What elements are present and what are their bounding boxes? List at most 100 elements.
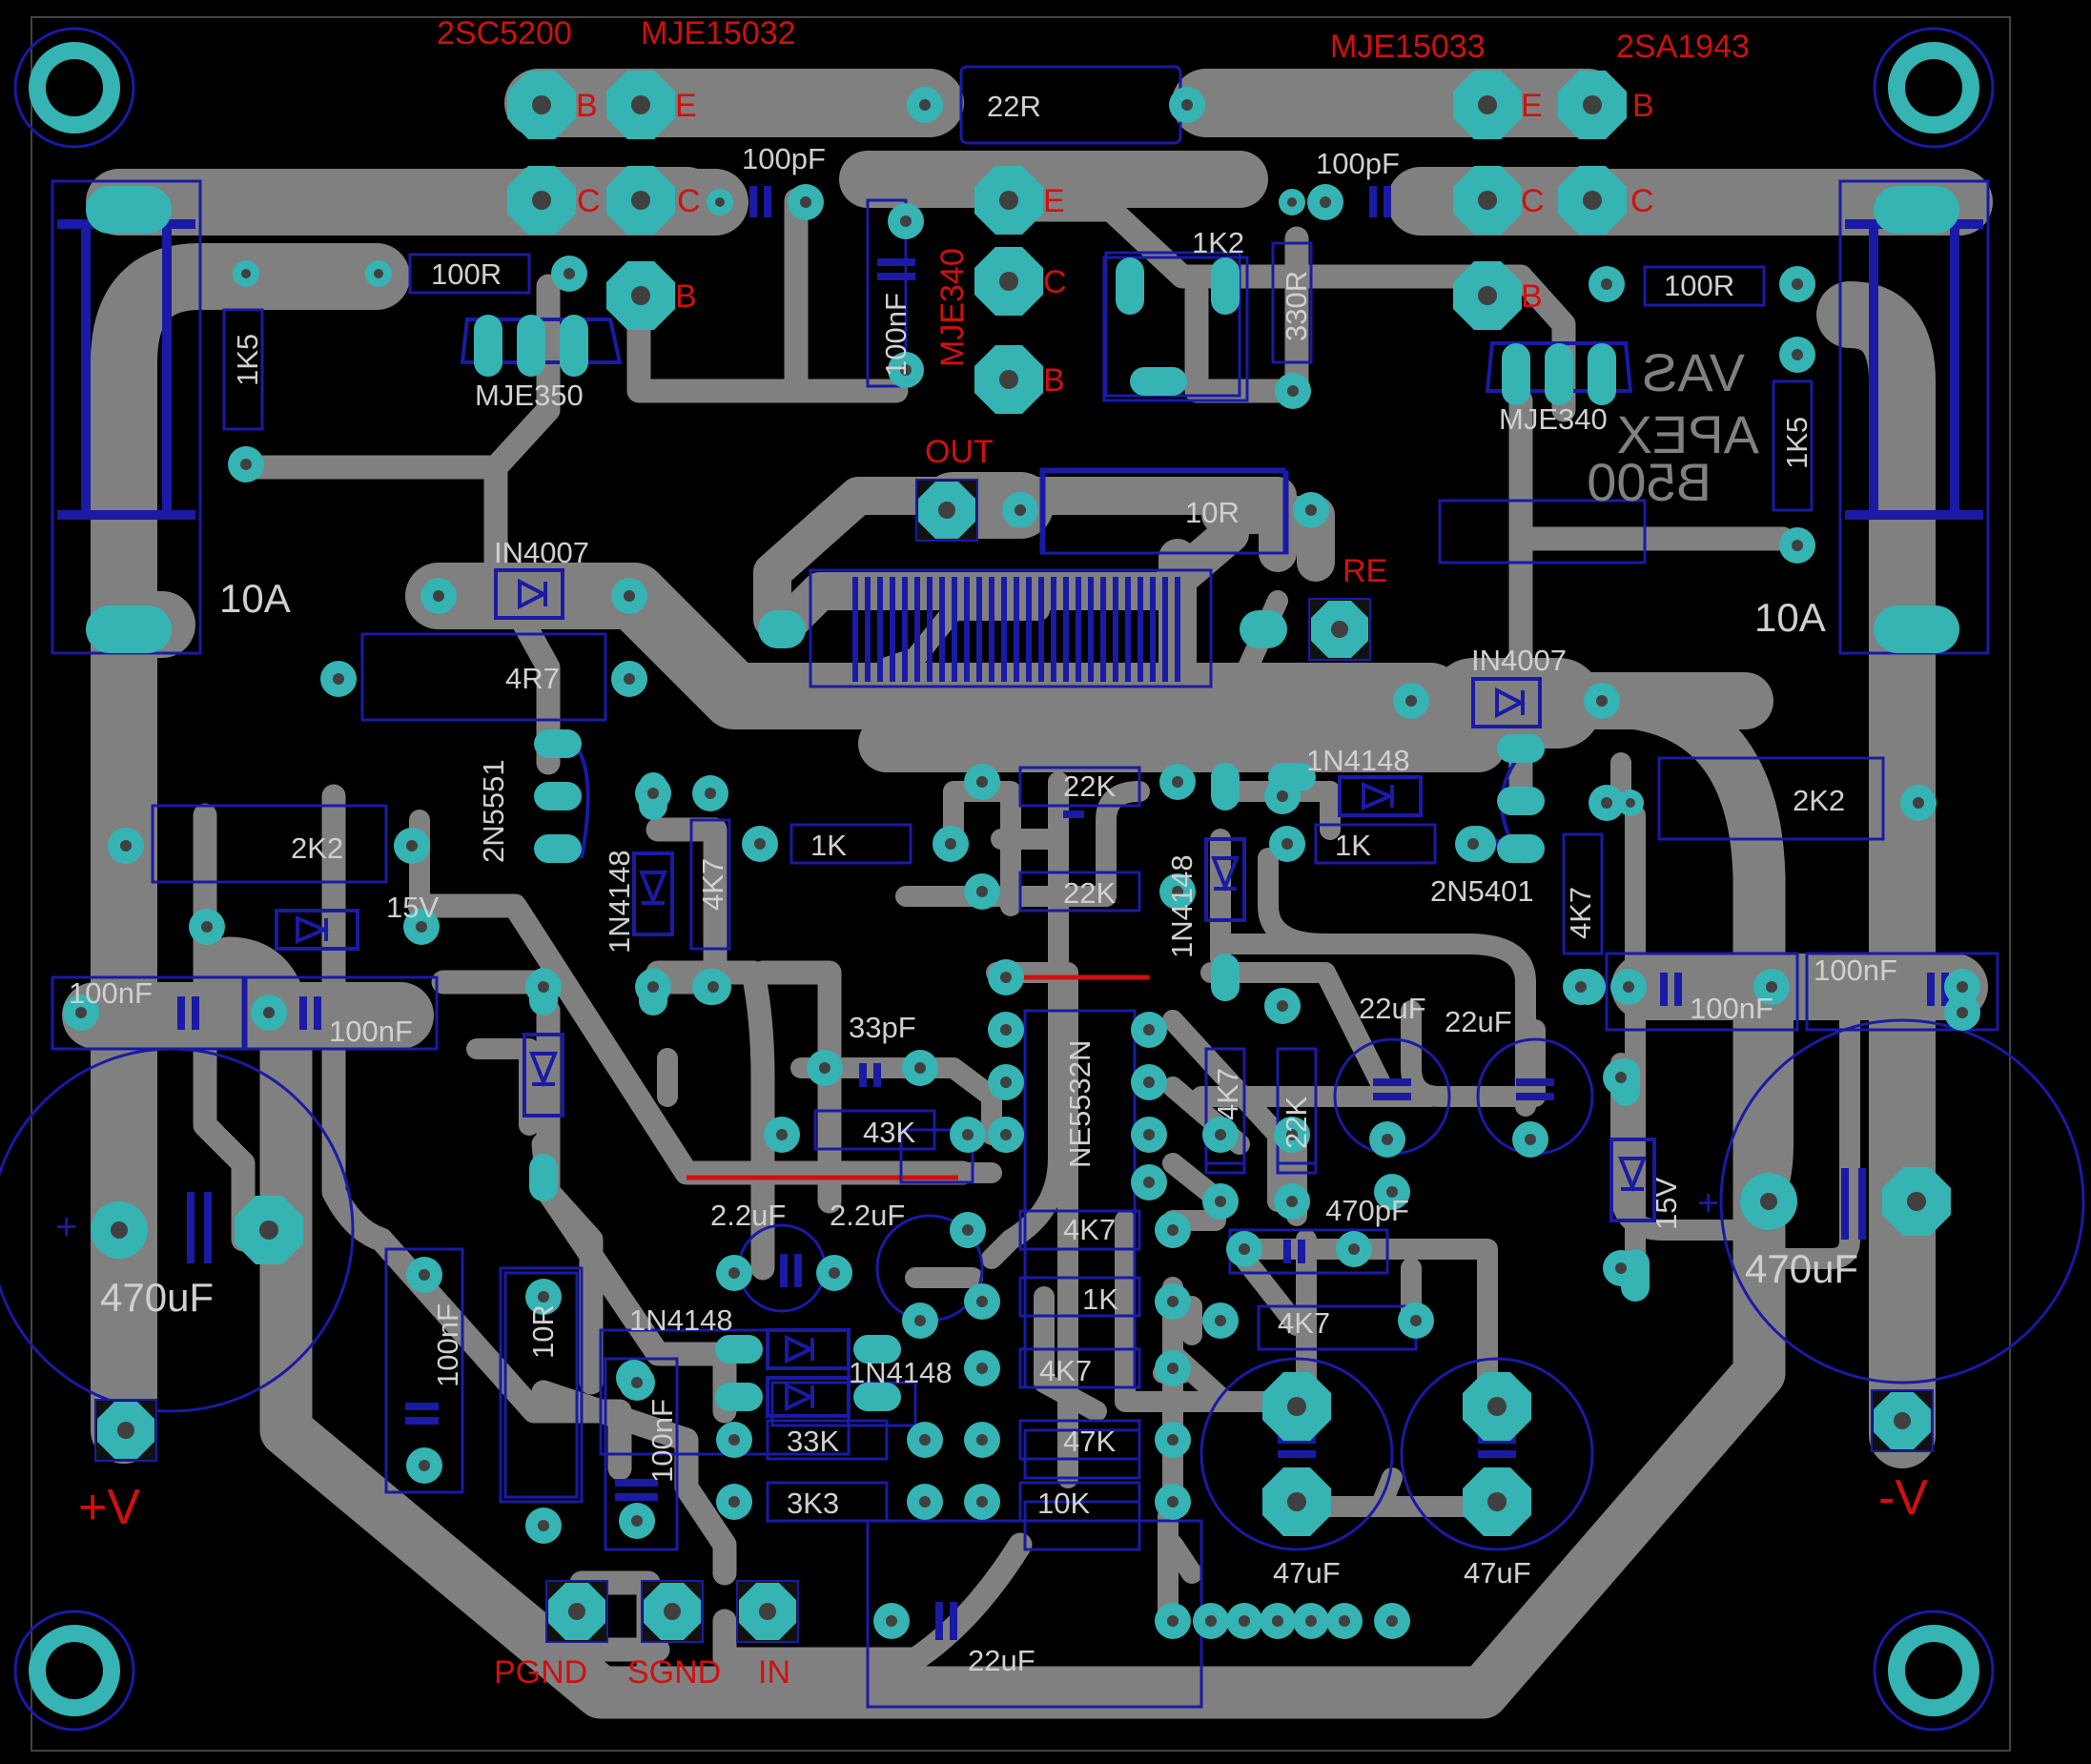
label-22k-1: 22K [1063, 769, 1116, 803]
label-43k: 43K [863, 1116, 915, 1149]
label-1k-1: 1K [810, 829, 847, 862]
label-100nf-l2: 100nF [329, 1015, 413, 1048]
label-10a-right: 10A [1754, 595, 1826, 640]
label-1k-2: 1K [1335, 829, 1371, 862]
pads [13, 27, 1995, 1732]
label-10a-left: 10A [219, 576, 291, 621]
label-1n4148-3: 1N4148 [1165, 854, 1199, 958]
label-22uf-1: 22uF [1359, 992, 1426, 1025]
label-10r-top: 10R [1185, 496, 1240, 529]
label-2n5401: 2N5401 [1430, 874, 1534, 908]
label-mje15033: MJE15033 [1330, 29, 1486, 65]
label-sgnd: SGND [627, 1654, 721, 1691]
label-vas: VAS [1642, 342, 1745, 402]
label-4r7: 4R7 [505, 662, 560, 695]
label-47uf-1: 47uF [1273, 1556, 1341, 1590]
label-vminus: -V [1878, 1470, 1928, 1526]
pin-e-2: E [1521, 88, 1543, 124]
pin-b-5: B [1043, 362, 1065, 399]
label-4k7-5: 4K7 [1278, 1306, 1330, 1340]
label-330r: 330R [1280, 271, 1313, 341]
label-apex: APEX [1617, 404, 1759, 464]
label-22k-3: 22K [1280, 1097, 1313, 1149]
label-2sa1943: 2SA1943 [1616, 29, 1750, 65]
label-4k7-2: 4K7 [1564, 887, 1597, 939]
label-10k: 10K [1037, 1487, 1090, 1520]
label-470uf-right: 470uF [1745, 1246, 1858, 1291]
resistor-bodies [222, 241, 1814, 1523]
label-2-2uf-2: 2.2uF [830, 1199, 905, 1232]
label-100pf-2: 100pF [1316, 147, 1400, 180]
label-2-2uf-1: 2.2uF [710, 1199, 786, 1232]
label-in4007-1: IN4007 [494, 536, 589, 569]
label-15v-2: 15V [1650, 1178, 1683, 1230]
pin-c-2: C [677, 183, 701, 219]
label-470uf-left: 470uF [100, 1275, 214, 1320]
label-1n4148-5: 1N4148 [849, 1356, 953, 1389]
label-out: OUT [925, 434, 994, 470]
label-re: RE [1343, 553, 1387, 589]
label-22r: 22R [987, 90, 1041, 123]
pin-b-1: B [576, 88, 598, 124]
label-mje340: MJE340 [1499, 402, 1608, 436]
label-33pf: 33pF [849, 1011, 916, 1044]
label-1k5-2: 1K5 [1780, 417, 1814, 469]
label-1k2: 1K2 [1192, 226, 1244, 259]
diode-symbols [275, 568, 1656, 1418]
label-100pf-1: 100pF [742, 142, 826, 175]
plus-marker-right: + [1697, 1182, 1719, 1224]
jumper-wires [687, 974, 1149, 1180]
label-1n4148-4: 1N4148 [629, 1303, 733, 1337]
label-1n4148-1: 1N4148 [1306, 744, 1410, 777]
label-100nf-b1: 100nF [431, 1303, 464, 1387]
label-100r-2: 100R [1664, 269, 1734, 302]
label-mje15032: MJE15032 [641, 15, 796, 51]
label-47uf-2: 47uF [1464, 1556, 1531, 1590]
label-4k7-6: 4K7 [1039, 1354, 1092, 1387]
board-outline [31, 16, 2011, 1752]
pin-b-4: B [1521, 278, 1543, 315]
label-100nf-r1: 100nF [1690, 992, 1773, 1025]
label-pgnd: PGND [494, 1654, 587, 1691]
pin-e-1: E [675, 88, 697, 124]
label-22k-2: 22K [1063, 876, 1116, 910]
label-4k7-3: 4K7 [1211, 1068, 1244, 1120]
label-1n4148-2: 1N4148 [603, 850, 636, 954]
label-4k7-1: 4K7 [696, 858, 729, 911]
pin-b-2: B [1632, 88, 1654, 124]
label-100nf-r2: 100nF [1814, 954, 1897, 987]
label-in4007-2: IN4007 [1471, 644, 1567, 677]
label-3k3: 3K3 [787, 1487, 839, 1520]
label-47k: 47K [1063, 1425, 1116, 1458]
label-15v-1: 15V [386, 891, 439, 924]
label-2sc5200: 2SC5200 [437, 15, 572, 51]
label-ne5532n: NE5532N [1063, 1040, 1097, 1168]
label-2k2-left: 2K2 [291, 831, 343, 865]
label-1k5-1: 1K5 [231, 334, 264, 386]
label-b500: B500 [1587, 452, 1712, 512]
output-inductor-coil [852, 577, 1180, 682]
label-2n5551: 2N5551 [477, 759, 510, 863]
mirrored-brand-text: VAS APEX B500 [1587, 342, 1759, 512]
silkscreen: 2SC5200 MJE15032 MJE15033 2SA1943 B E E … [55, 15, 1928, 1691]
label-vplus: +V [78, 1480, 140, 1535]
label-470pf: 470pF [1325, 1194, 1409, 1227]
label-100nf-b2: 100nF [646, 1399, 679, 1483]
label-1k-3: 1K [1082, 1282, 1118, 1316]
plus-marker-left: + [55, 1206, 77, 1248]
label-100nf-top: 100nF [879, 293, 912, 377]
pin-c-3: C [1521, 183, 1545, 219]
label-100r-1: 100R [431, 257, 502, 291]
pin-b-3: B [675, 278, 697, 315]
label-in: IN [758, 1654, 790, 1691]
label-4k7-4: 4K7 [1063, 1213, 1116, 1246]
pin-c-1: C [577, 183, 601, 219]
label-mje340-vertical: MJE340 [934, 248, 971, 367]
pin-c-4: C [1630, 183, 1654, 219]
pin-e-3: E [1043, 183, 1065, 219]
label-100nf-l1: 100nF [69, 976, 153, 1010]
label-22uf-bottom: 22uF [968, 1644, 1035, 1677]
label-2k2-right: 2K2 [1793, 784, 1845, 817]
label-mje350: MJE350 [475, 379, 584, 412]
